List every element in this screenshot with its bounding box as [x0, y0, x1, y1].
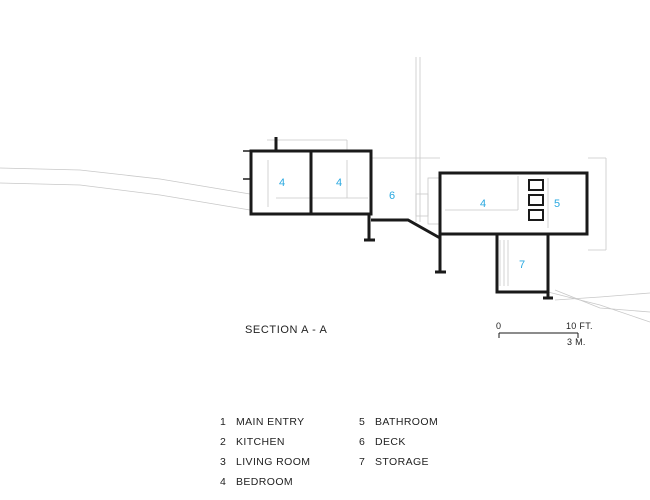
legend-column-1: 1 MAIN ENTRY 2 KITCHEN 3 LIVING ROOM 4 BEDRO…: [220, 416, 310, 496]
legend-item: 4 BEDROOM: [220, 476, 310, 496]
legend-number: 7: [359, 456, 366, 468]
legend-item: 7 STORAGE: [359, 456, 438, 476]
legend-label: DECK: [375, 436, 406, 448]
legend-item: 3 LIVING ROOM: [220, 456, 310, 476]
walls: [249, 137, 589, 300]
scale-meters-label: 3 M.: [567, 337, 586, 347]
room-tag-bedroom-b: 4: [336, 177, 342, 189]
scale-start-label: 0: [496, 321, 501, 331]
legend-number: 2: [220, 436, 227, 448]
legend-label: BEDROOM: [236, 476, 294, 488]
legend-label: LIVING ROOM: [236, 456, 311, 468]
room-tag-deck: 6: [389, 190, 395, 202]
room-tag-storage: 7: [519, 259, 525, 271]
room-tag-bathroom: 5: [554, 198, 560, 210]
legend-number: 1: [220, 416, 227, 428]
legend-number: 5: [359, 416, 366, 428]
entry-marks: [243, 150, 251, 180]
scale-bar: 0 10 FT. 3 M.: [496, 321, 593, 347]
legend-label: BATHROOM: [375, 416, 439, 428]
legend-number: 6: [359, 436, 366, 448]
section-title: SECTION A - A: [245, 324, 328, 336]
room-tag-bedroom-c: 4: [480, 198, 486, 210]
legend-column-2: 5 BATHROOM 6 DECK 7 STORAGE: [359, 416, 438, 476]
legend-label: STORAGE: [375, 456, 429, 468]
legend-item: 1 MAIN ENTRY: [220, 416, 310, 436]
bathroom-fixtures: [528, 179, 544, 221]
scale-feet-label: 10 FT.: [566, 321, 593, 331]
legend-label: MAIN ENTRY: [236, 416, 305, 428]
legend-label: KITCHEN: [236, 436, 285, 448]
room-tag-bedroom-a: 4: [279, 177, 285, 189]
legend-item: 6 DECK: [359, 436, 438, 456]
legend-number: 4: [220, 476, 227, 488]
legend-item: 5 BATHROOM: [359, 416, 438, 436]
legend-item: 2 KITCHEN: [220, 436, 310, 456]
background-lines: [0, 57, 650, 323]
legend-number: 3: [220, 456, 227, 468]
